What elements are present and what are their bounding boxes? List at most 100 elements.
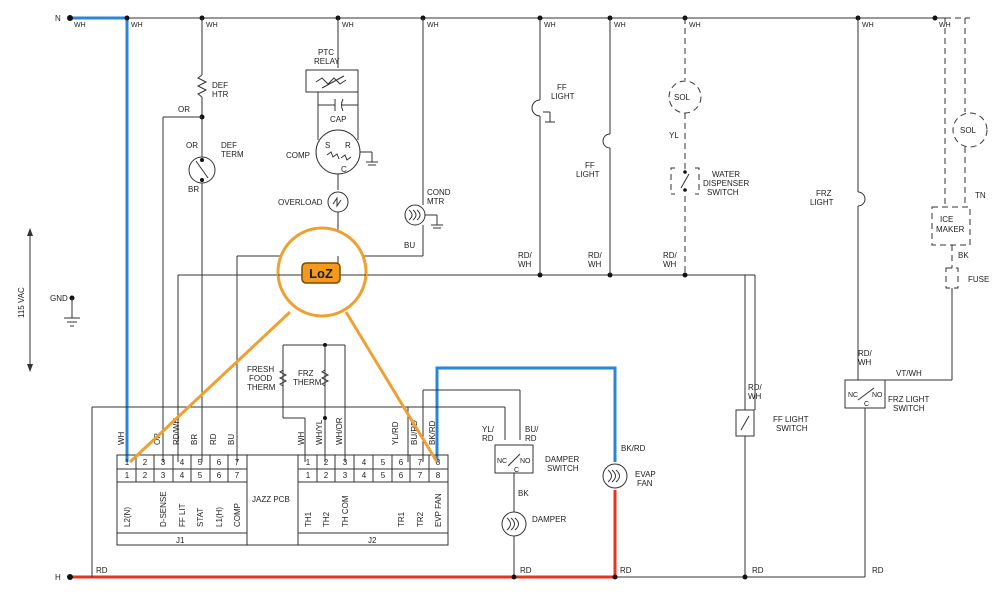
- compressor-symbol: [315, 129, 361, 175]
- svg-text:FRZ LIGHT: FRZ LIGHT: [888, 395, 929, 404]
- j2-wire-label: WH: [297, 431, 306, 445]
- j1-wire-label: BU: [227, 434, 236, 445]
- svg-text:DEF: DEF: [212, 81, 228, 90]
- voltage-label: 115 VAC: [17, 287, 26, 318]
- j1-pin-top: 3: [161, 458, 166, 467]
- svg-text:THERM: THERM: [293, 378, 322, 387]
- j2-wire-label: WH/YL: [315, 419, 324, 445]
- j2-pin-top: 7: [418, 458, 423, 467]
- j1-pin-top: 4: [180, 458, 185, 467]
- svg-text:FUSE: FUSE: [968, 275, 989, 284]
- svg-text:DAMPER: DAMPER: [532, 515, 566, 524]
- svg-text:RD: RD: [872, 566, 884, 575]
- j2-pin-dividers: [316, 455, 430, 482]
- gnd-label: GND: [50, 294, 68, 303]
- svg-text:WH: WH: [518, 260, 532, 269]
- svg-text:RD: RD: [96, 566, 108, 575]
- j2-pin-top: 8: [436, 458, 441, 467]
- svg-text:LIGHT: LIGHT: [810, 198, 834, 207]
- neutral-highlight-wire: [70, 16, 129, 462]
- svg-text:RD/: RD/: [588, 251, 603, 260]
- svg-text:TN: TN: [975, 191, 986, 200]
- svg-text:WH: WH: [544, 22, 556, 29]
- j1-wire-label: OR: [153, 433, 162, 445]
- j1-pin-bottom: 4: [180, 471, 185, 480]
- svg-text:WH: WH: [614, 22, 626, 29]
- j2-pin-top: 4: [362, 458, 367, 467]
- j2-wire-label: BU/RD: [410, 420, 419, 445]
- svg-text:FF: FF: [557, 83, 567, 92]
- svg-text:HTR: HTR: [212, 90, 229, 99]
- j2-function-label: EVP FAN: [434, 493, 443, 527]
- j2-wire-label: WH/OR: [335, 417, 344, 445]
- j2-pin-bottom: 5: [381, 471, 386, 480]
- svg-text:RD/: RD/: [518, 251, 533, 260]
- svg-text:BK: BK: [958, 251, 969, 260]
- j2-pin-top: 2: [324, 458, 329, 467]
- svg-text:YL/: YL/: [482, 425, 495, 434]
- j2-pin-top: 6: [399, 458, 404, 467]
- svg-text:RELAY: RELAY: [314, 57, 340, 66]
- svg-text:NO: NO: [872, 392, 883, 399]
- j1-pin-bottom: 1: [125, 471, 130, 480]
- j2-pin-top: 5: [381, 458, 386, 467]
- j2-pin-bottom: 2: [324, 471, 329, 480]
- svg-text:THERM: THERM: [247, 383, 276, 392]
- svg-text:C: C: [864, 401, 869, 408]
- svg-text:LIGHT: LIGHT: [551, 92, 575, 101]
- svg-text:SOL: SOL: [674, 93, 691, 102]
- svg-text:WH: WH: [206, 22, 218, 29]
- j2-pin-bottom: 3: [343, 471, 348, 480]
- svg-text:SWITCH: SWITCH: [893, 404, 925, 413]
- svg-text:SWITCH: SWITCH: [707, 188, 739, 197]
- ice-sol-symbol: [952, 112, 988, 148]
- j1-pin-bottom: 3: [161, 471, 166, 480]
- j2-function-label: TH1: [304, 511, 313, 527]
- overload-symbol: [327, 191, 349, 213]
- j1-function-label: L1(H): [215, 507, 224, 527]
- svg-text:SWITCH: SWITCH: [776, 424, 808, 433]
- ice-maker-box: [931, 206, 971, 246]
- svg-text:WH: WH: [663, 260, 677, 269]
- svg-text:COMP: COMP: [286, 151, 310, 160]
- svg-text:WH: WH: [748, 392, 762, 401]
- svg-text:RD/: RD/: [858, 349, 873, 358]
- svg-text:BK/RD: BK/RD: [621, 444, 646, 453]
- j1-wire-label: BR: [190, 434, 199, 445]
- svg-text:WH: WH: [131, 22, 143, 29]
- svg-text:S: S: [325, 141, 330, 150]
- j2-function-label: TR2: [416, 511, 425, 527]
- svg-text:FRESH: FRESH: [247, 365, 274, 374]
- svg-text:LIGHT: LIGHT: [576, 170, 600, 179]
- svg-text:DAMPER: DAMPER: [545, 455, 579, 464]
- svg-text:RD: RD: [620, 566, 632, 575]
- svg-text:RD: RD: [752, 566, 764, 575]
- loz-label: LoZ: [309, 266, 333, 281]
- j1-function-label: COMP: [233, 503, 242, 527]
- svg-text:COND: COND: [427, 188, 451, 197]
- j1-pin-dividers: [135, 455, 229, 482]
- svg-text:WH: WH: [342, 22, 354, 29]
- svg-text:EVAP: EVAP: [635, 470, 656, 479]
- evap-neutral-wire: [435, 366, 617, 462]
- svg-text:DEF: DEF: [221, 141, 237, 150]
- j2-pin-top: 3: [343, 458, 348, 467]
- svg-text:RD/: RD/: [663, 251, 678, 260]
- j2-pin-bottom: 6: [399, 471, 404, 480]
- j1-wire-label: WH: [117, 431, 126, 445]
- j2-pin-bottom: 7: [418, 471, 423, 480]
- j1-pin-top: 6: [217, 458, 222, 467]
- j2-wire-label: BK/RD: [428, 420, 437, 445]
- ptc-relay-box: [305, 69, 359, 93]
- svg-text:VT/WH: VT/WH: [896, 369, 922, 378]
- svg-text:NC: NC: [848, 392, 858, 399]
- h-label: H: [55, 573, 61, 582]
- svg-text:MAKER: MAKER: [936, 225, 965, 234]
- j1-pin-top: 2: [143, 458, 148, 467]
- pcb-name: JAZZ PCB: [252, 495, 290, 504]
- svg-text:WH: WH: [588, 260, 602, 269]
